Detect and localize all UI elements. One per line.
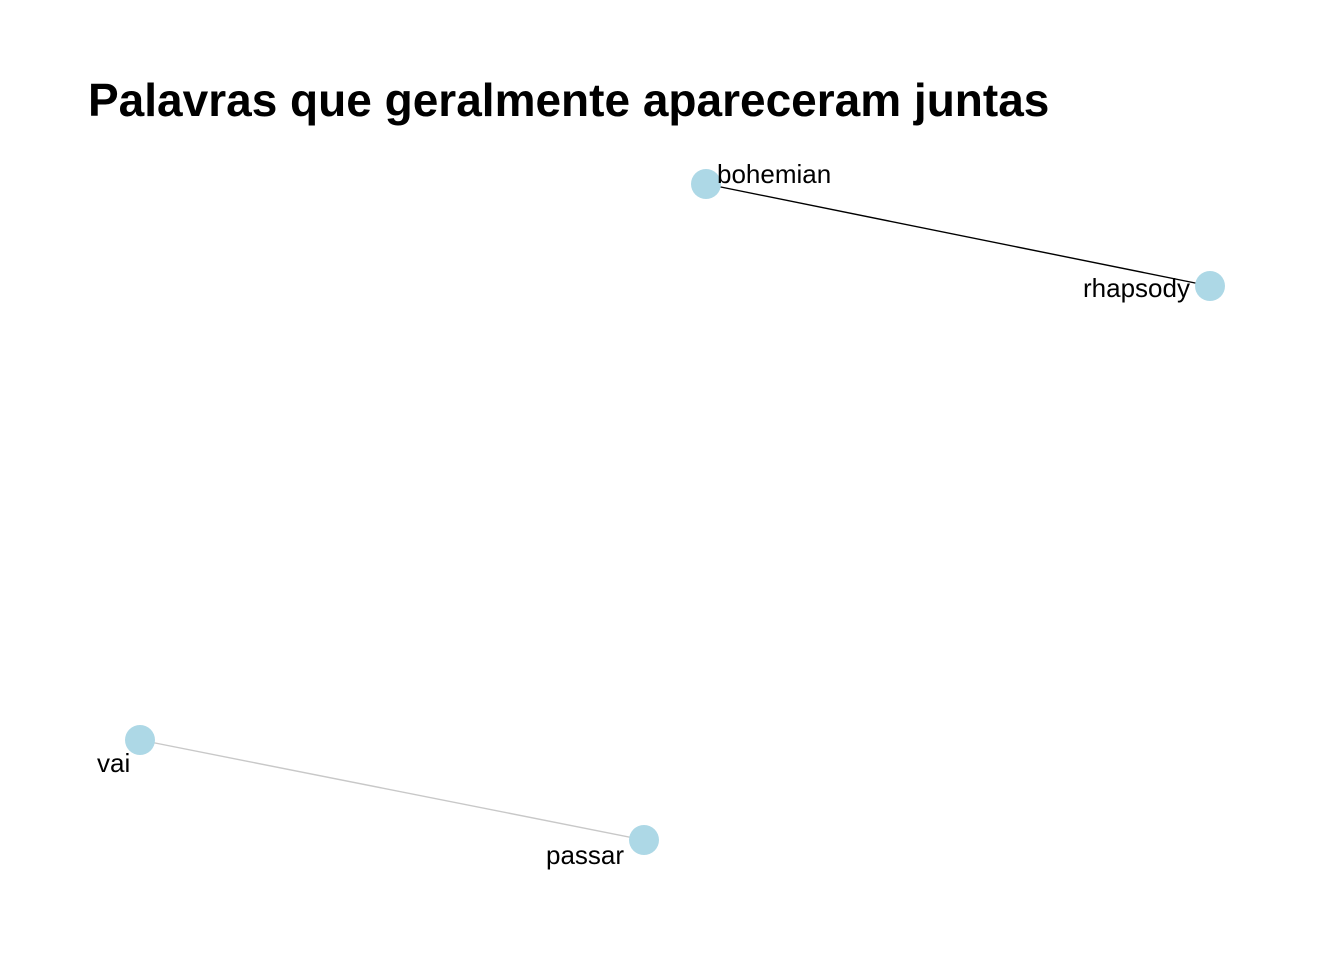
node-vai[interactable]	[125, 725, 155, 755]
node-label-passar: passar	[546, 840, 624, 870]
edge-vai-passar	[139, 739, 645, 841]
edge-bohemian-rhapsody	[705, 183, 1211, 287]
node-label-vai: vai	[97, 748, 130, 778]
chart-title: Palavras que geralmente apareceram junta…	[88, 74, 1050, 126]
node-rhapsody[interactable]	[1195, 271, 1225, 301]
node-bohemian[interactable]	[691, 169, 721, 199]
node-label-bohemian: bohemian	[717, 159, 831, 189]
node-passar[interactable]	[629, 825, 659, 855]
node-label-rhapsody: rhapsody	[1083, 273, 1190, 303]
